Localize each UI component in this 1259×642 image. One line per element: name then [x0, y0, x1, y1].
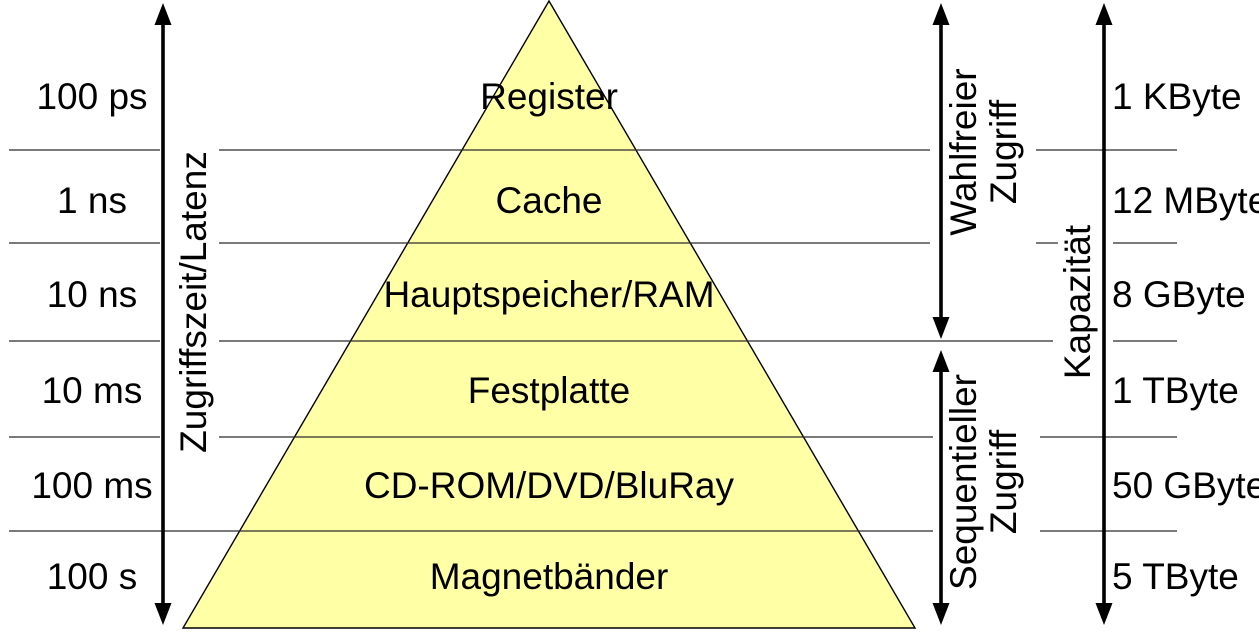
- arrow-down-icon: [932, 317, 950, 339]
- arrow-up-icon: [1095, 3, 1113, 25]
- level-name: Register: [480, 76, 618, 117]
- latency-axis: Zugriffszeit/Latenz: [154, 3, 214, 625]
- capacity-axis-label: Kapazität: [1057, 224, 1098, 379]
- arrow-down-icon: [932, 603, 950, 625]
- access-time-label: 10 ms: [42, 370, 143, 411]
- capacity-label: 1 KByte: [1112, 76, 1242, 117]
- level-name: Festplatte: [468, 370, 630, 411]
- arrow-up-icon: [932, 350, 950, 372]
- capacity-label: 5 TByte: [1112, 556, 1239, 597]
- latency-axis-label: Zugriffszeit/Latenz: [173, 151, 214, 453]
- capacity-label: 1 TByte: [1112, 370, 1239, 411]
- sequential-access-label-line1: Sequentieller: [943, 374, 984, 590]
- level-name: CD-ROM/DVD/BluRay: [364, 465, 735, 506]
- random-access-label-line1: Wahlfreier: [943, 68, 984, 235]
- capacity-label: 8 GByte: [1112, 274, 1246, 315]
- level-name-labels: Register Cache Hauptspeicher/RAM Festpla…: [364, 76, 735, 597]
- arrow-down-icon: [154, 603, 172, 625]
- pyramid-shape: [181, 0, 917, 629]
- sequential-access-bracket: Sequentieller Zugriff: [932, 350, 1024, 625]
- capacity-label: 12 MByte: [1112, 180, 1259, 221]
- sequential-access-label-line2: Zugriff: [983, 429, 1024, 534]
- access-time-label: 100 ps: [36, 76, 147, 117]
- access-time-label: 1 ns: [57, 180, 127, 221]
- arrow-up-icon: [154, 3, 172, 25]
- random-access-label-line2: Zugriff: [983, 99, 1024, 204]
- access-time-label: 100 s: [47, 556, 138, 597]
- access-time-label: 10 ns: [47, 274, 138, 315]
- level-name: Cache: [496, 180, 603, 221]
- capacity-axis: Kapazität: [1057, 3, 1113, 625]
- capacity-label: 50 GByte: [1112, 465, 1259, 506]
- random-access-bracket: Wahlfreier Zugriff: [932, 3, 1024, 339]
- access-time-label: 100 ms: [31, 465, 152, 506]
- level-name: Magnetbänder: [430, 556, 669, 597]
- arrow-up-icon: [932, 3, 950, 25]
- arrow-down-icon: [1095, 603, 1113, 625]
- access-time-labels: 100 ps 1 ns 10 ns 10 ms 100 ms 100 s: [31, 76, 152, 597]
- level-name: Hauptspeicher/RAM: [383, 274, 714, 315]
- separator-lines: [9, 149, 1177, 532]
- capacity-labels: 1 KByte 12 MByte 8 GByte 1 TByte 50 GByt…: [1112, 76, 1259, 597]
